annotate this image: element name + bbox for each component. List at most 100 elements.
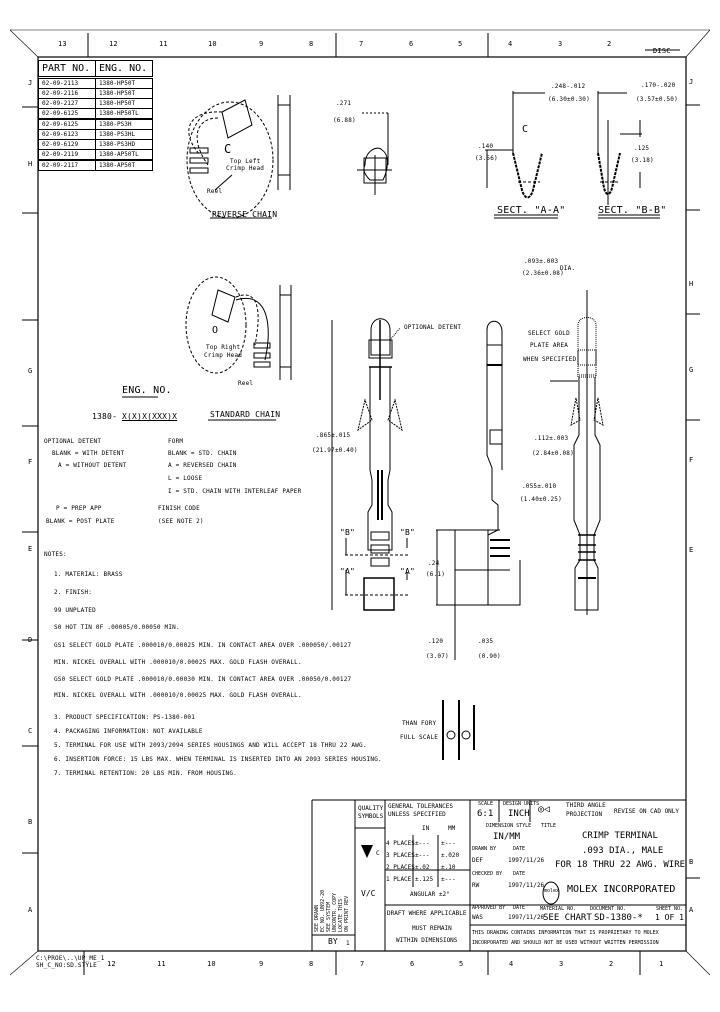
tol-in: ±.02 [415,864,430,871]
sheet-label: SHEET NO. [656,906,684,912]
zone-label: 3 [558,40,563,48]
triangle-symbol-icon [361,845,373,858]
section-marker: "A" [400,567,416,576]
legend-option: A = WITHOUT DETENT [58,462,127,469]
tol-row-label: 1 PLACE [386,876,412,883]
revise-note: REVISE ON CAD ONLY [614,808,680,815]
legend-option: BLANK = STD. CHAIN [168,450,237,457]
zone-label: G [28,367,33,375]
part-no: 02-09-6129 [38,139,96,150]
section-marker: "B" [340,528,356,537]
dim-value: .055±.010 [522,483,557,490]
zone-label: 7 [360,960,365,968]
dim-value: .120 [428,638,444,645]
dim-value: (6.30±0.30) [548,96,590,103]
zone-label: 8 [309,40,314,48]
legend-label: FORM [168,438,184,445]
part-no: 02-09-2127 [38,98,96,109]
reel-label: Reel [207,188,223,195]
note-item: 2. FINISH: [54,589,93,596]
legend-option: (SEE NOTE 2) [158,518,204,525]
tol-row-label: 3 PLACES [386,852,415,859]
zone-label: 9 [259,960,264,968]
dim-value: (3.57±0.50) [636,96,678,103]
zone-label: 11 [159,40,168,48]
section-letter: C [522,124,529,135]
projection-label: PROJECTION [566,811,603,818]
eng-no: 1380-PS3HD [95,139,153,150]
quality-label: QUALITY [358,805,384,812]
legend-option: L = LOOSE [168,475,203,482]
quality-symbol: V/C [361,889,376,898]
eng-no: 1380-PS3H [95,118,153,130]
must-remain-note: MUST REMAIN [412,925,452,932]
eng-code-suffix: X(X)X(XXX)X [122,412,178,421]
approved-date: 1997/11/26 [508,914,545,921]
reel-label: Crimp Head [204,352,243,359]
legend-option: BLANK = POST PLATE [46,518,115,525]
zone-label: F [28,458,33,466]
sketch-label: FULL SCALE [400,734,439,741]
third-angle-projection-icon: ◎◁ [538,804,551,815]
tol-row-label: 2 PLACES [386,864,415,871]
section-marker: "A" [340,567,356,576]
dim-value: .112±.003 [534,435,569,442]
units-value: INCH [508,809,530,819]
zone-label: 1 [659,960,664,968]
zone-label: 5 [459,960,464,968]
zone-label: 12 [109,40,118,48]
company-name: MOLEX INCORPORATED [567,884,676,895]
checked-date: 1997/11/26 [508,882,545,889]
zone-label: 10 [208,40,217,48]
eng-no: 1380-HP50T [95,88,153,99]
doc-no-label: DOCUMENT NO. [590,906,627,912]
zone-label: 6 [410,960,415,968]
sketch-label: THAN FORY [402,720,437,727]
zone-label: E [28,545,33,553]
view-title: REVERSE CHAIN [212,210,278,219]
note-item: 99 UNPLATED [54,607,96,614]
view-title: STANDARD CHAIN [210,410,281,419]
zone-label: E [689,546,694,554]
part-no: 02-09-6125 [38,118,96,130]
zone-label: 2 [609,960,614,968]
disc-label: DISC [653,47,671,55]
zone-label: 11 [157,960,166,968]
dim-value: (1.40±0.25) [520,496,562,503]
zone-label: 3 [559,960,564,968]
callout: PLATE AREA [530,342,569,349]
material-no-value: SEE CHART [543,913,592,923]
table-header-row: PART NO. ENG. NO. [38,60,153,79]
dim-value: (6.1) [426,571,446,578]
tol-row-label: 4 PLACES [386,840,415,847]
must-remain-note: WITHIN DIMENSIONS [396,937,458,944]
note-item: 3. PRODUCT SPECIFICATION: PS-1380-001 [54,714,196,721]
view-title: SECT. "A-A" [497,205,566,216]
dim-value: (3.07) [426,653,449,660]
dim-value: (21.97±0.40) [312,447,358,454]
tol-mm: ±--- [441,876,456,883]
dim-style-value: IN/MM [493,832,521,842]
quality-label: SYMBOLS [358,813,384,820]
eng-no: 1380-HP50T [95,77,153,89]
tol-in: ±.125 [415,876,434,883]
legend-label: OPTIONAL DETENT [44,438,102,445]
date-label: DATE [513,871,526,877]
title-line: FOR 18 THRU 22 AWG. WIRE [555,860,686,870]
doc-no-value: SD-1380-* [594,913,643,923]
sheet-value: 1 OF 1 [655,913,684,922]
dim-label: DIA. [560,265,576,272]
zone-label: H [28,160,33,168]
tol-mm: ±.020 [441,852,460,859]
units-label: DESIGN UNITS [503,801,540,807]
checked-by-value: RW [472,882,480,889]
zone-label: 7 [359,40,364,48]
col-header-in: IN [422,825,430,832]
legend-option: BLANK = WITH DETENT [52,450,125,457]
